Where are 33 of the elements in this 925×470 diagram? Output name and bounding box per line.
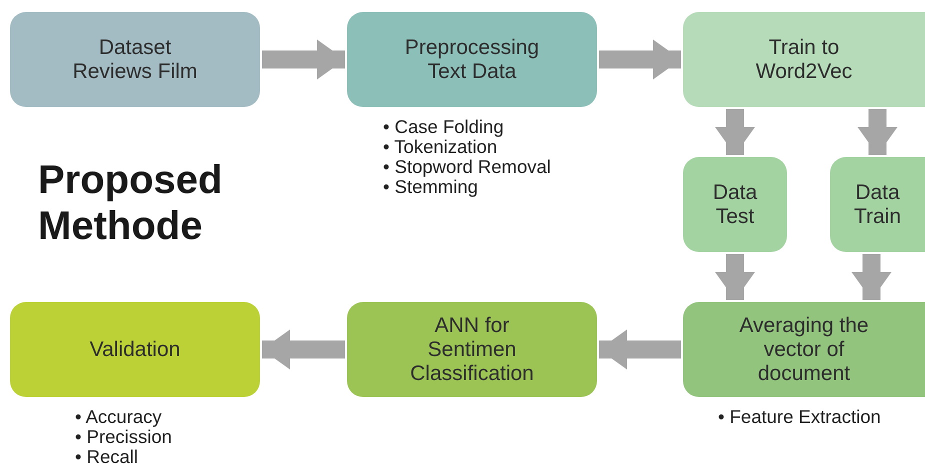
arrow (858, 109, 898, 155)
arrow (715, 254, 755, 300)
process-box (830, 157, 925, 252)
bullet-item: • Stopword Removal (383, 157, 551, 177)
process-box (10, 12, 260, 107)
bullet-item: • Accuracy (75, 407, 163, 427)
box-label: Validation (90, 338, 180, 362)
process-box (683, 157, 787, 252)
bullet-item: • Case Folding (383, 117, 505, 137)
bullet-item: • Tokenization (383, 137, 498, 157)
bullet-item: • Recall (75, 447, 140, 467)
diagram-title: Proposed Methode (38, 157, 224, 249)
arrow (262, 330, 345, 370)
arrow (262, 40, 345, 80)
box-label: ANN for Sentimen Classification (409, 314, 535, 386)
process-box (683, 302, 925, 397)
box-label: Train to Word2Vec (754, 36, 854, 84)
box-label: Dataset Reviews Film (72, 36, 198, 84)
arrow (599, 40, 681, 80)
bullet-item: • Precission (75, 427, 172, 447)
box-label: Averaging the vector of document (738, 314, 870, 386)
box-label: Data Train (852, 180, 902, 228)
arrow (852, 254, 892, 300)
process-box (347, 12, 597, 107)
process-box (10, 302, 260, 397)
box-label: Preprocessing Text Data (404, 36, 540, 84)
box-label: Data Test (712, 180, 758, 228)
bullet-item: • Feature Extraction (718, 407, 881, 427)
process-box (683, 12, 925, 107)
process-box (347, 302, 597, 397)
arrow (599, 330, 681, 370)
arrow (715, 109, 755, 155)
bullet-item: • Stemming (383, 177, 479, 197)
